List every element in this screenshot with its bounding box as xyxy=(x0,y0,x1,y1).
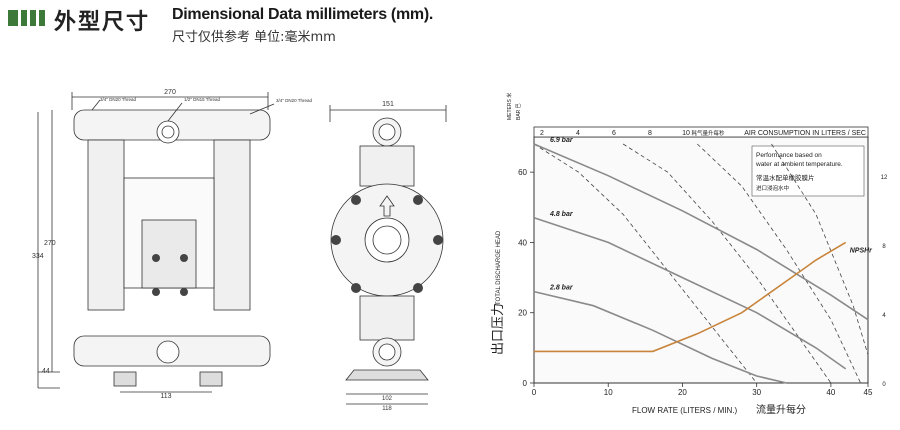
y-tick-label: 60 xyxy=(518,168,527,177)
annotation-box xyxy=(751,145,865,197)
series-label: 2.8 bar xyxy=(549,285,574,292)
annotation-cn-line2: 进口浸泡水中 xyxy=(756,184,789,192)
series-line-6-9-bar xyxy=(533,143,869,321)
page-header: 外型尺寸 Dimensional Data millimeters (mm). … xyxy=(8,4,888,45)
top-tick-label: 6 xyxy=(612,130,616,137)
front-width-label: 270 xyxy=(164,89,176,96)
chart-top-band xyxy=(533,126,869,138)
y-unit-top: METERS 米 xyxy=(506,93,513,120)
x-tick-label: 30 xyxy=(752,388,761,397)
right-tick-label: 0 xyxy=(882,382,886,388)
top-tick-label: 10 xyxy=(682,130,690,137)
right-tick-label: 12 xyxy=(881,175,888,181)
top-axis-label-cn: 耗气量升每秒 xyxy=(691,129,725,137)
side-width-label: 151 xyxy=(382,101,394,108)
air-consumption-curve xyxy=(533,143,758,384)
x-tick-label: 45 xyxy=(864,388,873,397)
right-tick-label: 4 xyxy=(882,313,886,319)
thread-label-right: 3/4" DN20 Thread xyxy=(276,98,313,103)
air-consumption-curve xyxy=(622,143,832,384)
air-consumption-curve xyxy=(697,143,861,384)
page-title-en: Dimensional Data millimeters (mm). xyxy=(172,6,433,23)
thread-label-left: 3/4" DN20 Thread xyxy=(100,97,137,102)
top-axis-label: AIR CONSUMPTION IN LITERS / SEC xyxy=(744,130,866,137)
x-tick-label: 20 xyxy=(678,388,687,397)
thread-label-center: 1/2" DN15 Thread xyxy=(184,97,221,102)
side-base-outer-label: 118 xyxy=(382,406,392,412)
y-tick-label: 40 xyxy=(518,238,527,247)
series-label: 4.8 bar xyxy=(549,211,574,218)
series-line-4-8-bar xyxy=(533,217,847,370)
front-height-outer-label: 334 xyxy=(32,253,44,260)
y-tick-label: 0 xyxy=(523,379,528,388)
y-unit-bar: BAR 巴 xyxy=(516,103,522,120)
x-tick-label: 0 xyxy=(532,388,537,397)
x-axis-label: FLOW RATE (LITERS / MIN.) xyxy=(632,406,738,415)
page-subtitle: 尺寸仅供参考 单位:毫米mm xyxy=(172,30,336,45)
side-base-inner-label: 102 xyxy=(382,396,393,402)
y-tick-label: 20 xyxy=(518,309,527,318)
front-height-inner-label: 270 xyxy=(44,240,56,247)
x-tick-label: 40 xyxy=(826,388,835,397)
top-tick-label: 4 xyxy=(576,130,580,137)
series-line-npshr xyxy=(534,241,847,353)
x-tick-label: 10 xyxy=(604,388,613,397)
page-title-cn: 外型尺寸 xyxy=(54,10,151,35)
annotation-en-line2: water at ambient temperature. xyxy=(755,161,843,168)
series-line-2-8-bar xyxy=(533,290,787,384)
header-accent-bars xyxy=(8,10,48,28)
front-base-height-label: 44 xyxy=(42,368,50,375)
top-tick-label: 2 xyxy=(540,130,544,137)
y-axis-label-cn: 出口压力 xyxy=(490,303,505,355)
front-base-width-label: 113 xyxy=(160,393,171,400)
right-tick-label: 8 xyxy=(882,244,886,250)
x-axis-label-cn: 流量升每分 xyxy=(756,403,806,416)
series-label: 6.9 bar xyxy=(550,137,574,144)
y-axis-label: TOTAL DISCHARGE HEAD xyxy=(496,230,502,305)
annotation-en-line1: Performance based on xyxy=(756,152,822,159)
annotation-cn-line1: 常温水配单橡胶膜片 xyxy=(756,173,815,182)
series-label: NPSHr xyxy=(850,247,873,254)
top-tick-label: 8 xyxy=(648,130,652,137)
